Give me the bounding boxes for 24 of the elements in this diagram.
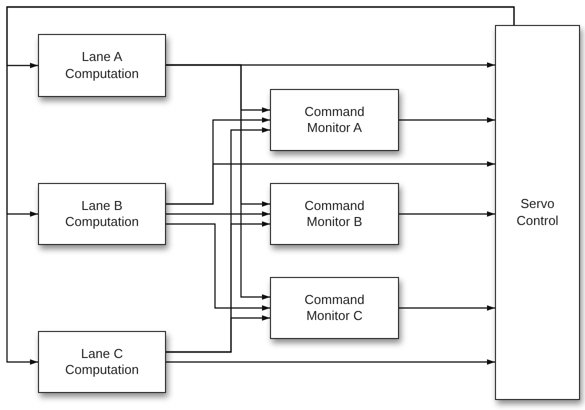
node-label: Servo Control <box>516 196 560 229</box>
node-label: Command Monitor A <box>304 104 366 136</box>
process-box <box>38 331 166 393</box>
node-label: Command Monitor C <box>304 292 366 324</box>
arrow <box>166 211 270 217</box>
node-label: Lane C Computation <box>64 346 140 378</box>
monitor-box <box>270 183 399 245</box>
node-label: Lane B Computation <box>64 198 140 230</box>
arrow <box>6 6 515 365</box>
arrow <box>399 305 495 311</box>
control-box <box>495 25 580 400</box>
arrow <box>166 223 270 311</box>
monitor-box <box>270 277 399 339</box>
node-label: Command Monitor B <box>304 198 366 230</box>
arrow <box>399 211 495 217</box>
process-box <box>38 34 166 97</box>
arrow <box>166 64 270 300</box>
process-box <box>38 183 166 245</box>
monitor-box <box>270 89 399 151</box>
arrow <box>166 359 495 365</box>
arrow <box>166 315 270 353</box>
node-label: Lane A Computation <box>64 49 140 82</box>
arrow <box>399 117 495 123</box>
arrow <box>166 161 495 205</box>
